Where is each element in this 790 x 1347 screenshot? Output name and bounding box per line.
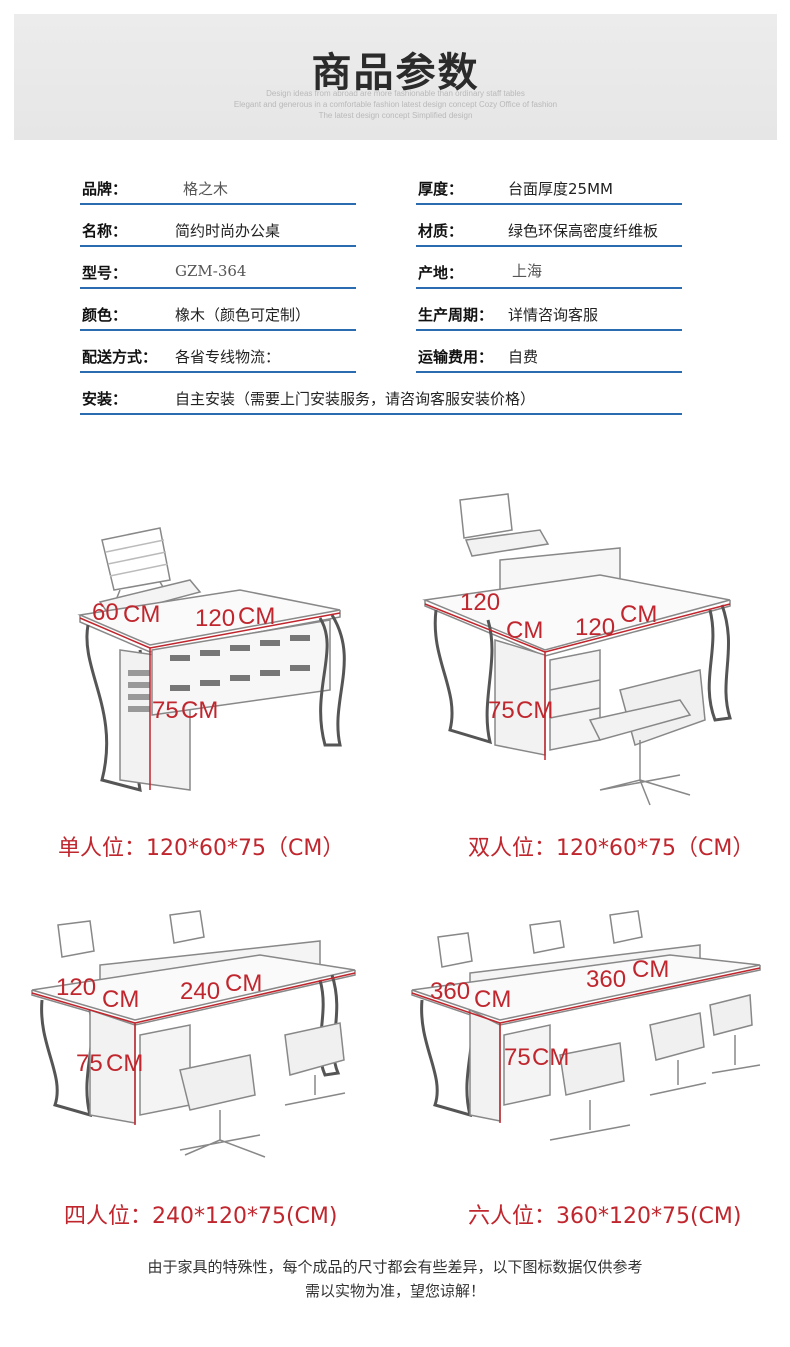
header-banner: 商品参数 Design ideas from abroad are more f…	[14, 14, 777, 140]
dim-height-unit: CM	[181, 697, 218, 724]
dim-height-unit: CM	[532, 1044, 569, 1071]
six-desk-illustration: 360 CM 360 CM 75 CM	[400, 895, 780, 1190]
dim-width-label: 240	[180, 978, 220, 1005]
spec-label-install: 安装：	[82, 390, 128, 408]
spec-label-delivery: 配送方式：	[82, 348, 158, 366]
dim-depth-unit: CM	[474, 986, 511, 1013]
dim-width-unit: CM	[632, 956, 669, 983]
dim-height-unit: CM	[516, 697, 553, 724]
six-desk-drawing: 360 CM 360 CM 75 CM	[411, 910, 761, 1141]
spec-divider	[80, 413, 682, 415]
dim-width-unit: CM	[225, 970, 262, 997]
banner-subtitle-3: The latest design concept Simplified des…	[318, 111, 473, 120]
spec-label-name: 名称：	[82, 222, 128, 240]
spec-value-brand: 格之木	[183, 180, 229, 198]
spec-divider	[80, 287, 356, 289]
spec-label-origin: 产地：	[418, 264, 464, 282]
dim-depth-label: 60	[92, 599, 119, 626]
dim-depth-label: 120	[460, 589, 500, 616]
spec-divider	[80, 329, 356, 331]
spec-label-shipping: 运输费用：	[418, 348, 494, 366]
spec-value-thickness: 台面厚度25MM	[508, 180, 613, 198]
four-desk-illustration: 120 CM 240 CM 75 CM	[20, 895, 380, 1190]
dim-depth-label: 120	[56, 974, 96, 1001]
caption-single: 单人位：120*60*75（CM）	[58, 836, 345, 861]
spec-value-shipping: 自费	[508, 348, 539, 366]
caption-six: 六人位：360*120*75(CM)	[468, 1204, 742, 1229]
spec-divider	[80, 371, 356, 373]
spec-divider	[416, 329, 682, 331]
dim-height-label: 75	[504, 1044, 531, 1071]
single-desk-illustration: 60 CM 120 CM 75 CM	[40, 460, 380, 820]
spec-divider	[416, 287, 682, 289]
caption-four: 四人位：240*120*75(CM)	[64, 1204, 338, 1229]
dim-height-label: 75	[76, 1050, 103, 1077]
double-desk-illustration: 120 CM 120 CM 75 CM	[400, 460, 780, 820]
dim-width-label: 120	[575, 614, 615, 641]
dim-width-unit: CM	[238, 603, 275, 630]
banner-subtitle-2: Elegant and generous in a comfortable fa…	[233, 100, 558, 109]
dim-height-unit: CM	[106, 1050, 143, 1077]
spec-value-model: GZM-364	[175, 262, 247, 280]
dim-width-unit: CM	[620, 601, 657, 628]
spec-label-brand: 品牌：	[82, 180, 128, 198]
disclaimer-line-2: 需以实物为准，望您谅解！	[304, 1282, 485, 1300]
dim-depth-label: 360	[430, 978, 470, 1005]
spec-value-origin: 上海	[512, 262, 543, 280]
spec-label-material: 材质：	[418, 222, 464, 240]
dim-height-label: 75	[488, 697, 515, 724]
dim-width-label: 120	[195, 605, 235, 632]
banner-subtitle-1: Design ideas from abroad are more fashio…	[266, 89, 525, 98]
spec-value-name: 简约时尚办公桌	[175, 222, 281, 240]
spec-label-thickness: 厚度：	[418, 180, 464, 198]
dim-width-label: 360	[586, 966, 626, 993]
spec-value-production-cycle: 详情咨询客服	[508, 306, 599, 324]
disclaimer-line-1: 由于家具的特殊性，每个成品的尺寸都会有些差异，以下图标数据仅供参考	[147, 1258, 643, 1276]
spec-divider	[416, 371, 682, 373]
page-title: 商品参数	[311, 50, 480, 96]
spec-value-color: 橡木（颜色可定制）	[175, 306, 311, 324]
dim-depth-unit: CM	[123, 601, 160, 628]
caption-double: 双人位：120*60*75（CM）	[468, 836, 755, 861]
dim-depth-unit: CM	[506, 617, 543, 644]
spec-value-install: 自主安装（需要上门安装服务，请咨询客服安装价格）	[175, 390, 536, 408]
spec-value-delivery: 各省专线物流：	[175, 348, 281, 366]
spec-divider	[80, 245, 356, 247]
four-desk-drawing: 120 CM 240 CM 75 CM	[31, 910, 356, 1158]
dim-height-label: 75	[152, 697, 179, 724]
spec-label-model: 型号：	[82, 264, 128, 282]
spec-label-color: 颜色：	[82, 306, 128, 324]
spec-value-material: 绿色环保高密度纤维板	[508, 222, 659, 240]
double-desk-drawing: 120 CM 120 CM 75 CM	[422, 493, 732, 806]
spec-label-production-cycle: 生产周期：	[418, 306, 494, 324]
spec-divider	[416, 203, 682, 205]
single-desk-drawing: 60 CM 120 CM 75 CM	[77, 527, 346, 793]
spec-divider	[416, 245, 682, 247]
dim-depth-unit: CM	[102, 986, 139, 1013]
spec-divider	[80, 203, 356, 205]
